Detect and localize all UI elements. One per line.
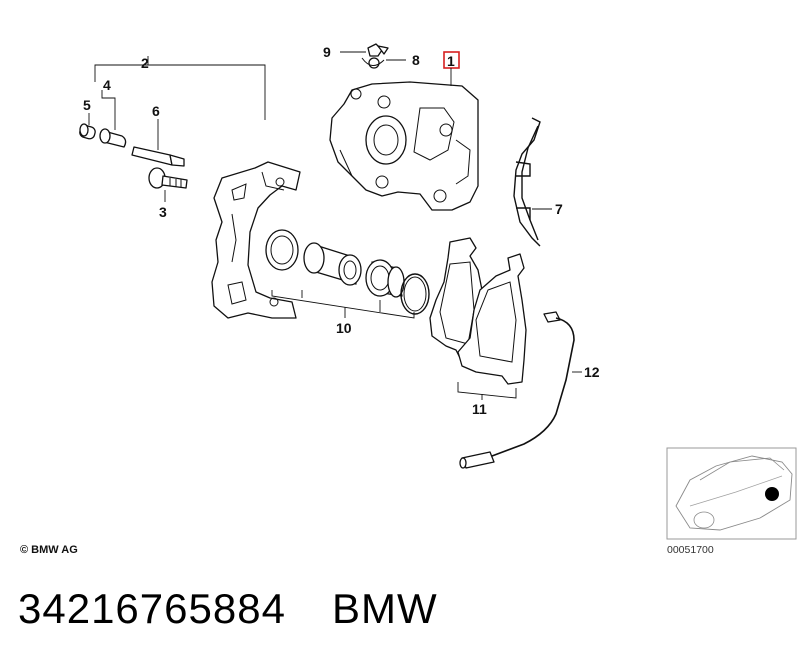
callout-4: 4 [103, 77, 111, 93]
part-number: 34216765884 [18, 585, 286, 632]
callout-9: 9 [323, 44, 331, 60]
wear-sensor-part [459, 311, 575, 469]
callout-5: 5 [83, 97, 91, 113]
diagram-number: 00051700 [667, 544, 714, 556]
callout-2: 2 [141, 55, 149, 71]
cap-part [79, 123, 96, 140]
caliper-carrier-part [211, 161, 301, 319]
piston-part [365, 259, 405, 298]
callout-1: 1 [447, 53, 455, 69]
vehicle-thumbnail [666, 447, 797, 540]
callout-6: 6 [152, 103, 160, 119]
copyright-label: © BMW AG [20, 544, 78, 556]
callout-11: 11 [472, 401, 487, 417]
guide-sleeve-part [99, 128, 127, 148]
callout-12: 12 [584, 364, 600, 380]
brake-caliper-diagram: 2 4 5 6 3 [20, 43, 797, 556]
callout-1-highlight [443, 51, 460, 69]
callout-8: 8 [412, 52, 420, 68]
callout-7: 7 [555, 201, 563, 217]
brand-name: BMW [331, 585, 438, 632]
callout-11-leaders [457, 382, 517, 400]
piston-seal-ring-part [265, 229, 299, 271]
hex-bolt-part [148, 167, 188, 189]
dust-boot-part [303, 242, 362, 286]
callout-3: 3 [159, 204, 167, 220]
callout-2-leaders [94, 56, 266, 120]
callout-10-leaders [271, 290, 415, 319]
anti-rattle-spring-part [513, 117, 541, 247]
retaining-ring-part [400, 273, 430, 315]
footer-caption: 34216765884 BMW [18, 585, 484, 633]
caliper-housing-part [329, 81, 479, 211]
callout-4-leader [101, 90, 116, 130]
brake-pad-outer-part [457, 253, 527, 385]
guide-bolt-part [131, 146, 185, 167]
callout-10: 10 [336, 320, 352, 336]
bleeder-clip-part [361, 43, 389, 69]
